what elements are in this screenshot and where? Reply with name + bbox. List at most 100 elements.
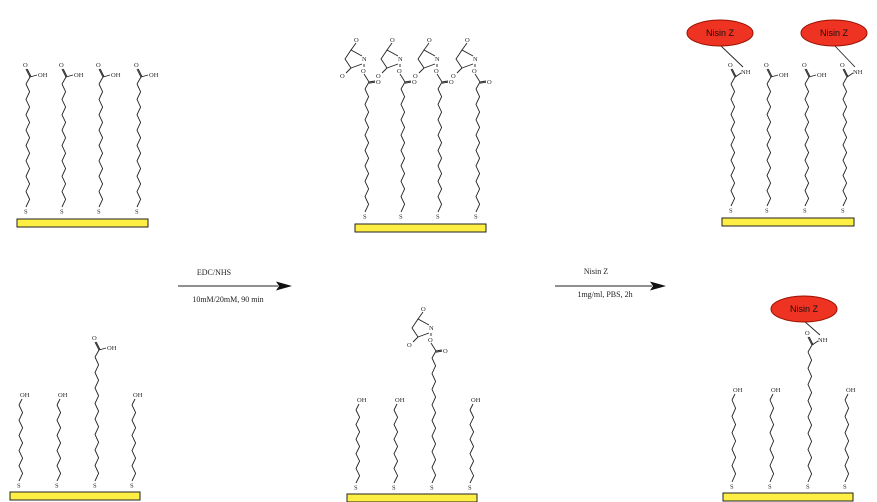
amide-carbon-bond	[807, 344, 813, 353]
oxygen-atom: O	[92, 335, 97, 342]
succinimide-ring	[344, 49, 363, 69]
oxygen-atom: O	[361, 68, 366, 75]
carbonyl-bond	[417, 311, 424, 320]
hydroxyl-group: OH	[107, 345, 117, 352]
oxygen-atom: O	[354, 37, 359, 44]
carbonyl-carbon-bond	[25, 76, 31, 85]
nisin-z-label: Nisin Z	[790, 304, 819, 314]
oxygen-atom: O	[487, 79, 492, 86]
arrow-step-2: Nisin Z 1mg/ml, PBS, 2h	[555, 267, 666, 299]
sulfur-atom: S	[97, 209, 101, 216]
carbonyl-bond	[25, 68, 31, 78]
oxygen-atom: O	[413, 73, 418, 80]
amide-bond	[734, 72, 742, 78]
alkyl-chain	[475, 88, 481, 213]
sulfur-atom: S	[436, 214, 440, 221]
nisin-z-label: Nisin Z	[820, 28, 849, 38]
hydroxyl-group: OH	[149, 72, 159, 79]
carbonyl-bond	[461, 42, 468, 51]
carbonyl-bond	[441, 81, 449, 84]
alkyl-chain	[364, 88, 370, 213]
carbonyl-bond	[766, 68, 772, 78]
sulfur-atom: S	[55, 483, 59, 490]
step1-conditions: 10mM/20mM, 90 min	[192, 295, 263, 304]
nitrogen-atom: N	[473, 56, 478, 63]
oxygen-atom: O	[421, 306, 426, 313]
step1-reagent: EDC/NHS	[197, 268, 231, 277]
carbonyl-bond	[767, 68, 773, 78]
hydroxyl-group: OH	[58, 392, 68, 399]
alkyl-chain	[437, 88, 443, 213]
oxygen-atom: O	[472, 68, 477, 75]
nitrogen-atom: N	[435, 56, 440, 63]
hydroxyl-group: OH	[779, 72, 789, 79]
hydroxyl-bond	[102, 74, 111, 78]
amide-group: NH	[741, 69, 751, 76]
ester-oxygen-bond	[474, 73, 481, 83]
nisin-z-label: Nisin Z	[706, 28, 735, 38]
gold-surface	[722, 492, 854, 502]
oxygen-atom: O	[390, 37, 395, 44]
oxygen-atom: O	[96, 62, 101, 69]
carbonyl-bond	[136, 68, 142, 78]
oxygen-atom: O	[376, 79, 381, 86]
carbonyl-bond	[386, 42, 393, 51]
carbonyl-carbon-bond	[136, 76, 142, 85]
oxygen-atom: O	[59, 62, 64, 69]
nisin-z-blob	[686, 19, 754, 47]
sulfur-atom: S	[768, 484, 772, 491]
hydroxyl-bond	[393, 403, 398, 411]
alkyl-chain	[731, 399, 737, 483]
carbonyl-bond	[731, 68, 737, 78]
carbonyl-bond	[350, 42, 357, 51]
hydroxyl-bond	[29, 74, 38, 78]
carbonyl-bond	[61, 68, 67, 78]
nisin-linker-bond	[803, 320, 821, 336]
amide-bond	[811, 340, 819, 346]
hydroxyl-group: OH	[395, 397, 405, 404]
carbonyl-bond	[368, 81, 376, 84]
sulfur-atom: S	[730, 484, 734, 491]
carbonyl-bond	[99, 68, 105, 78]
carbonyl-bond	[412, 336, 419, 343]
alkyl-chain	[730, 83, 736, 207]
hydroxyl-bond	[56, 398, 61, 406]
alkyl-chain	[769, 399, 775, 483]
step2-conditions: 1mg/ml, PBS, 2h	[577, 290, 632, 299]
ester-oxygen-bond	[436, 73, 443, 83]
hydroxyl-bond	[808, 74, 817, 78]
oxygen-atom: O	[376, 73, 381, 80]
ester-carbon-bond	[431, 350, 437, 359]
hydroxyl-group: OH	[38, 72, 48, 79]
sulfur-atom: S	[841, 208, 845, 215]
oxygen-atom: O	[465, 37, 470, 44]
oxygen-atom: O	[407, 342, 412, 349]
gold-surface	[346, 493, 478, 502]
oxygen-atom: O	[443, 348, 448, 355]
carbonyl-bond	[842, 68, 848, 78]
hydroxyl-group: OH	[771, 387, 781, 394]
sulfur-atom: S	[363, 214, 367, 221]
hydroxyl-group: OH	[817, 72, 827, 79]
oxygen-atom: O	[397, 68, 402, 75]
sulfur-atom: S	[430, 485, 434, 492]
carbonyl-carbon-bond	[804, 76, 810, 85]
alkyl-chain	[131, 404, 137, 482]
hydroxyl-group: OH	[357, 397, 367, 404]
carbonyl-bond	[479, 81, 487, 84]
succinimide-ring	[417, 49, 436, 69]
alkyl-chain	[807, 351, 813, 483]
hydroxyl-bond	[770, 74, 779, 78]
sulfur-atom: S	[399, 214, 403, 221]
oxygen-atom: O	[427, 37, 432, 44]
functional-groups: SOOHSOOHSOOHSOOHSOONOOSOONOOSOONOOSOONOO…	[17, 37, 863, 492]
alkyl-chain	[25, 83, 31, 208]
oxygen-atom: O	[802, 62, 807, 69]
carbonyl-carbon-bond	[94, 349, 100, 358]
sulfur-atom: S	[806, 484, 810, 491]
carbonyl-bond	[418, 67, 425, 74]
alkyl-chain	[804, 83, 810, 207]
amide-bond	[846, 72, 854, 78]
alkyl-chain	[355, 409, 361, 484]
